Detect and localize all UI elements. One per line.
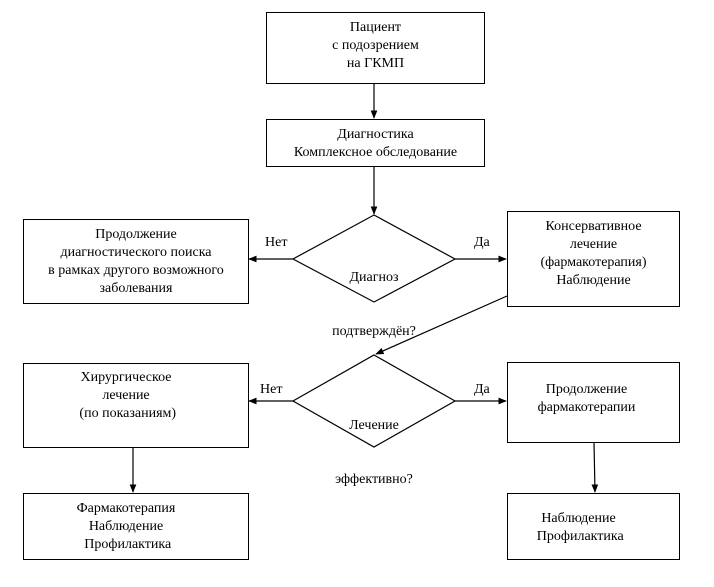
node-conservative-line-3: (фармакотерапия) — [540, 255, 647, 270]
node-conservative-line-2: лечение — [569, 237, 618, 252]
arrow-conservative-to-decision2 — [375, 295, 508, 355]
decision-effective-text: Лечение эффективно? — [314, 381, 434, 507]
node-start: Пациент с подозрением на ГКМП — [266, 12, 485, 84]
node-right-final-line-1: Наблюдение — [541, 511, 616, 526]
node-right-final: Наблюдение Профилактика — [507, 493, 680, 560]
node-right-final-line-2: Профилактика — [533, 529, 624, 544]
node-continue-search-line-4: заболевания — [99, 281, 173, 296]
edge-label-yes-2: Да — [474, 382, 490, 397]
node-continue-search: Продолжение диагностического поиска в ра… — [23, 219, 249, 304]
node-left-final-line-3: Профилактика — [80, 537, 172, 552]
node-surgical-line-1: Хирургическое — [80, 370, 172, 385]
node-continue-search-line-3: в рамках другого возможного — [48, 263, 224, 278]
decision-effective-line-1: Лечение — [349, 418, 399, 433]
node-surgical: Хирургическое лечение (по показаниям) — [23, 363, 249, 448]
node-left-final-line-1: Фармакотерапия — [76, 501, 176, 516]
node-continue-search-line-1: Продолжение — [95, 227, 177, 242]
decision-diamond-effective — [291, 354, 457, 448]
decision-diagnosis-line-2: подтверждён? — [332, 324, 416, 339]
node-left-final: Фармакотерапия Наблюдение Профилактика — [23, 493, 249, 560]
node-surgical-line-3: (по показаниям) — [75, 406, 177, 421]
node-start-line-1: Пациент — [349, 20, 402, 35]
arrow-pharma-to-final — [591, 441, 599, 493]
node-conservative-line-4: Наблюдение — [556, 273, 631, 288]
node-diagnostics: Диагностика Комплексное обследование — [266, 119, 485, 167]
edge-label-no-2: Нет — [260, 382, 283, 397]
decision-effective-line-2: эффективно? — [335, 472, 413, 487]
node-continue-pharma-line-1: Продолжение — [545, 382, 628, 397]
node-surgical-line-2: лечение — [102, 388, 150, 403]
edge-label-yes-1: Да — [474, 235, 490, 250]
node-conservative-line-1: Консервативное — [545, 219, 642, 234]
edge-label-no-1: Нет — [265, 235, 288, 250]
decision-diagnosis-text: Диагноз подтверждён? — [314, 233, 434, 359]
node-start-line-3: на ГКМП — [346, 56, 405, 71]
node-diagnostics-line-1: Диагностика — [337, 127, 414, 142]
node-continue-pharma-line-2: фармакотерапии — [537, 400, 636, 415]
node-left-final-line-2: Наблюдение — [88, 519, 164, 534]
node-conservative: Консервативное лечение (фармакотерапия) … — [507, 211, 680, 307]
node-start-line-2: с подозрением — [332, 38, 419, 53]
node-continue-pharma: Продолжение фармакотерапии — [507, 362, 680, 443]
decision-diagnosis-line-1: Диагноз — [349, 270, 399, 285]
decision-diamond-diagnosis — [291, 214, 457, 303]
node-continue-search-line-2: диагностического поиска — [60, 245, 212, 260]
node-diagnostics-line-2: Комплексное обследование — [293, 145, 458, 160]
